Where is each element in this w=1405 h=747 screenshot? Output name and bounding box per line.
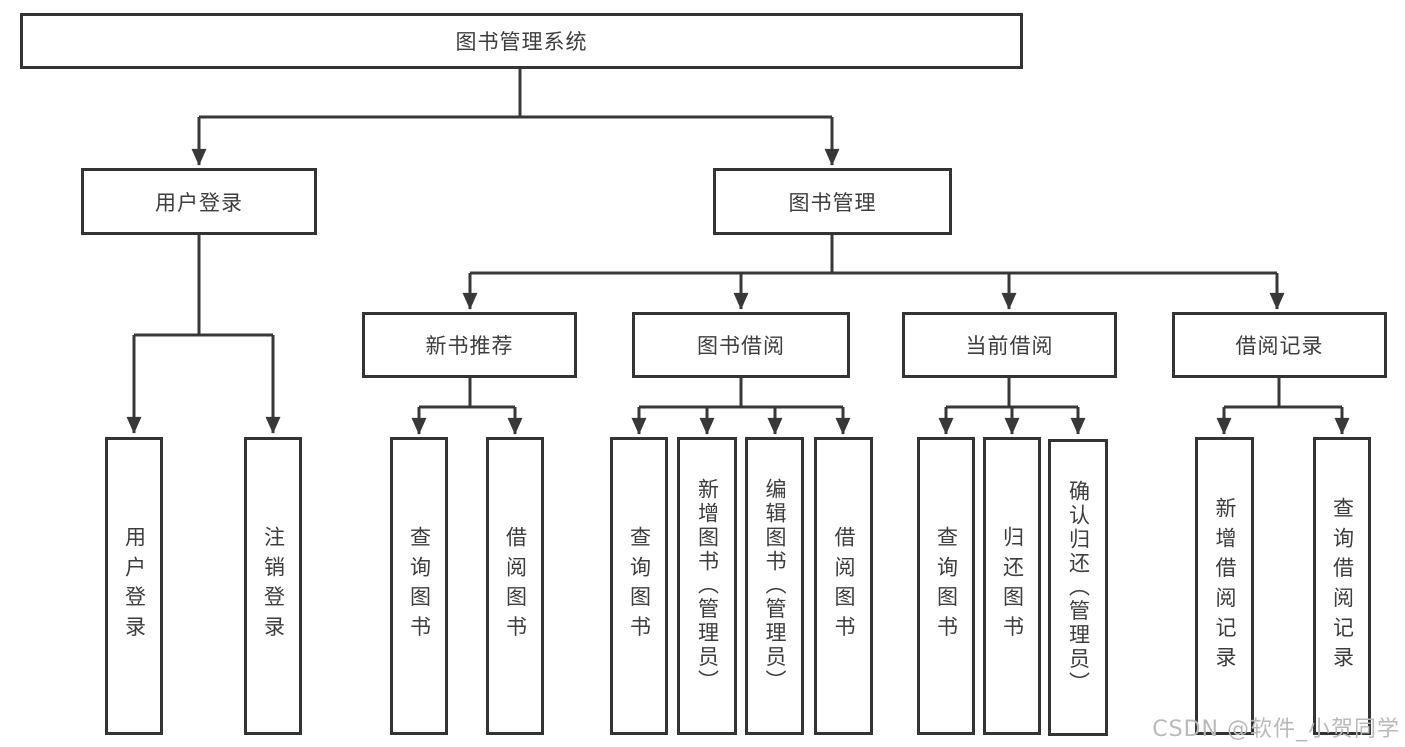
connector-lines bbox=[134, 69, 1342, 409]
node-nbr-query-books-label: 查询图书 bbox=[407, 526, 432, 646]
node-book-management: 图书管理 bbox=[713, 168, 952, 235]
node-bb-query-books-label: 查询图书 bbox=[627, 526, 652, 646]
node-user-login-leaf: 用户登录 bbox=[105, 437, 163, 735]
node-user-login-leaf-label: 用户登录 bbox=[122, 526, 147, 646]
node-cb-return-books-label: 归还图书 bbox=[1000, 526, 1025, 646]
node-nbr-query-books: 查询图书 bbox=[390, 437, 448, 735]
node-root-label: 图书管理系统 bbox=[455, 30, 588, 54]
node-current-borrow-label: 当前借阅 bbox=[965, 334, 1054, 358]
node-book-management-label: 图书管理 bbox=[788, 190, 877, 215]
node-bb-edit-book-admin: 编辑图书（管理员） bbox=[745, 437, 804, 735]
node-cb-query-books: 查询图书 bbox=[917, 437, 975, 735]
node-cb-confirm-return-admin-label: 确认归还（管理员） bbox=[1066, 479, 1091, 696]
node-cb-confirm-return-admin: 确认归还（管理员） bbox=[1048, 439, 1108, 736]
node-user-login: 用户登录 bbox=[81, 168, 317, 235]
node-cb-query-books-label: 查询图书 bbox=[934, 526, 959, 646]
node-new-book-recommend-label: 新书推荐 bbox=[425, 334, 514, 358]
node-logout-leaf: 注销登录 bbox=[244, 437, 302, 735]
node-user-login-label: 用户登录 bbox=[155, 190, 243, 215]
node-nbr-borrow-books: 借阅图书 bbox=[486, 437, 544, 735]
node-br-query-record: 查询借阅记录 bbox=[1313, 437, 1371, 735]
node-borrow-records-label: 借阅记录 bbox=[1235, 334, 1324, 358]
node-bb-query-books: 查询图书 bbox=[610, 437, 668, 735]
node-new-book-recommend: 新书推荐 bbox=[362, 312, 577, 378]
node-br-add-record: 新增借阅记录 bbox=[1195, 437, 1254, 735]
node-bb-borrow-books-label: 借阅图书 bbox=[832, 526, 856, 646]
csdn-watermark: CSDN @软件_小贺同学 bbox=[1152, 717, 1400, 742]
node-br-add-record-label: 新增借阅记录 bbox=[1213, 496, 1237, 676]
node-cb-return-books: 归还图书 bbox=[983, 437, 1041, 735]
node-nbr-borrow-books-label: 借阅图书 bbox=[503, 526, 528, 646]
node-bb-add-book-admin-label: 新增图书（管理员） bbox=[695, 478, 720, 694]
node-br-query-record-label: 查询借阅记录 bbox=[1330, 496, 1355, 676]
node-bb-edit-book-admin-label: 编辑图书（管理员） bbox=[763, 478, 787, 694]
node-bb-add-book-admin: 新增图书（管理员） bbox=[677, 437, 737, 735]
node-logout-leaf-label: 注销登录 bbox=[261, 526, 286, 646]
node-book-borrow-label: 图书借阅 bbox=[697, 334, 785, 358]
node-current-borrow: 当前借阅 bbox=[902, 312, 1117, 378]
node-borrow-records: 借阅记录 bbox=[1172, 312, 1387, 378]
node-book-borrow: 图书借阅 bbox=[632, 312, 850, 378]
node-root: 图书管理系统 bbox=[20, 13, 1023, 69]
node-bb-borrow-books: 借阅图书 bbox=[814, 437, 873, 735]
